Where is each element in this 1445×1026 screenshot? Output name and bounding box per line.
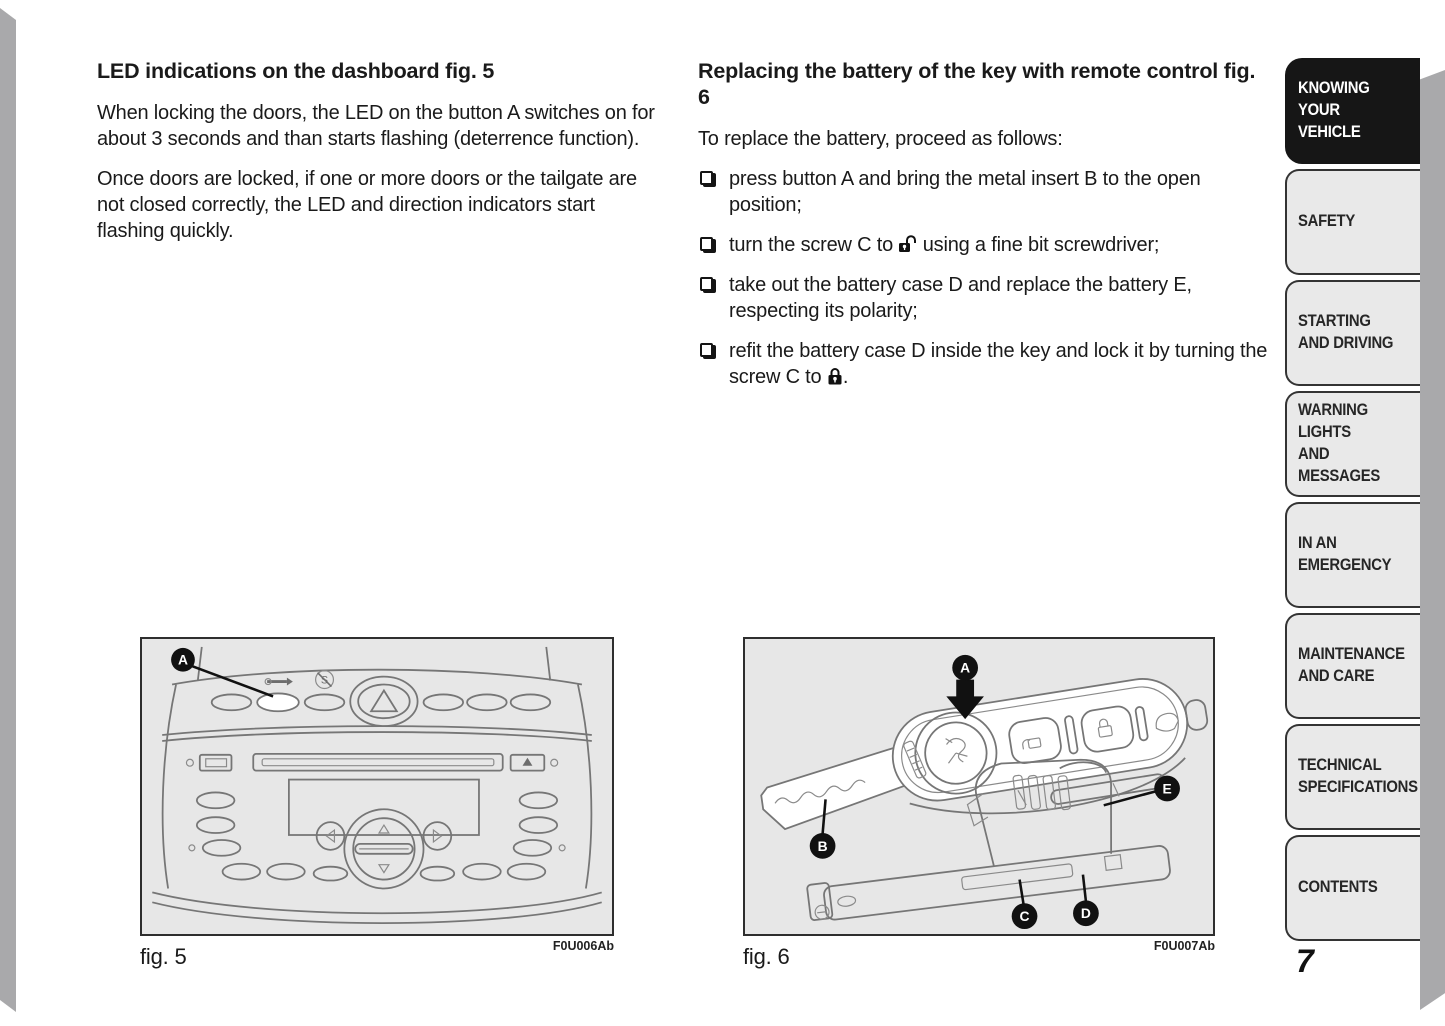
tab-label: STARTING AND DRIVING bbox=[1298, 312, 1394, 352]
instruction-text: turn the screw C to bbox=[729, 234, 899, 256]
closed-padlock-icon bbox=[828, 368, 842, 385]
figure-5-caption: fig. 5 bbox=[140, 944, 187, 969]
label-a-text: A bbox=[178, 652, 188, 668]
label-a-marker: A bbox=[946, 654, 984, 720]
lock-button-outline bbox=[1080, 705, 1135, 753]
fig6-key-illustration: A B C D E bbox=[760, 654, 1209, 930]
instruction-item: turn the screw C to using a fine bit scr… bbox=[698, 232, 1270, 258]
intro-text: To replace the battery, proceed as follo… bbox=[698, 128, 1063, 150]
figure-6-frame: A B C D E bbox=[743, 637, 1215, 936]
tab-label: CONTENTS bbox=[1298, 878, 1378, 897]
fig5-dashboard-illustration: S bbox=[152, 646, 602, 925]
instruction-item: press button A and bring the metal inser… bbox=[698, 166, 1270, 218]
figure-5-frame: S bbox=[140, 637, 614, 936]
svg-text:D: D bbox=[1081, 905, 1091, 921]
trunk-button-icon bbox=[1155, 712, 1179, 732]
tab-label: MAINTENANCE AND CARE bbox=[1298, 645, 1405, 685]
square-bullet-icon bbox=[700, 237, 713, 251]
instruction-text: take out the battery case D and replace … bbox=[729, 274, 1192, 322]
tab-label: WARNING LIGHTS AND MESSAGES bbox=[1298, 401, 1381, 485]
page-left-edge-strip bbox=[0, 8, 16, 1012]
sidebar-tab-safety[interactable]: SAFETY bbox=[1285, 169, 1420, 275]
door-lock-key-icon bbox=[264, 677, 293, 686]
page-number: 7 bbox=[1296, 943, 1314, 979]
sidebar-tab-maintenance-and-care[interactable]: MAINTENANCE AND CARE bbox=[1285, 613, 1420, 719]
square-bullet-icon bbox=[700, 171, 713, 185]
figure-6-caption: fig. 6 bbox=[743, 944, 790, 969]
speed-limit-off-icon: S bbox=[315, 670, 335, 690]
page-right-edge-strip bbox=[1420, 70, 1445, 1010]
label-a-marker bbox=[171, 647, 195, 672]
sidebar-tab-warning-lights-and-messages[interactable]: WARNING LIGHTS AND MESSAGES bbox=[1285, 391, 1420, 497]
sidebar-tab-technical-specifications[interactable]: TECHNICAL SPECIFICATIONS bbox=[1285, 724, 1420, 830]
label-d-marker: D bbox=[1073, 874, 1099, 927]
svg-text:A: A bbox=[960, 660, 970, 676]
instruction-item: refit the battery case D inside the key … bbox=[698, 338, 1270, 390]
svg-text:B: B bbox=[818, 838, 828, 854]
instruction-item: take out the battery case D and replace … bbox=[698, 272, 1270, 324]
figure-5-code: F0U006Ab bbox=[552, 939, 614, 953]
section-heading-led-indications: LED indications on the dashboard fig. 5 bbox=[97, 59, 495, 83]
left-column: LED indications on the dashboard fig. 5 … bbox=[97, 58, 665, 258]
sidebar-tab-starting-and-driving[interactable]: STARTING AND DRIVING bbox=[1285, 280, 1420, 386]
svg-text:C: C bbox=[1020, 908, 1030, 924]
svg-text:E: E bbox=[1162, 780, 1171, 796]
square-bullet-icon bbox=[700, 277, 713, 291]
label-b-marker: B bbox=[809, 799, 836, 859]
sidebar-tab-knowing-your-vehicle[interactable]: KNOWING YOUR VEHICLE bbox=[1285, 58, 1420, 164]
tab-label: IN AN EMERGENCY bbox=[1298, 534, 1392, 574]
instruction-text: using a fine bit screwdriver; bbox=[917, 234, 1160, 256]
closed-padlock-button-icon bbox=[1097, 718, 1113, 738]
sidebar-tab-contents[interactable]: CONTENTS bbox=[1285, 835, 1420, 941]
tab-label: TECHNICAL SPECIFICATIONS bbox=[1298, 756, 1418, 796]
instruction-text: refit the battery case D inside the key … bbox=[729, 340, 1268, 388]
instruction-list: press button A and bring the metal inser… bbox=[698, 166, 1270, 390]
paragraph: When locking the doors, the LED on the b… bbox=[97, 102, 655, 150]
battery-cell bbox=[1059, 761, 1107, 773]
paragraph: Once doors are locked, if one or more do… bbox=[97, 168, 637, 242]
figure-6-code: F0U007Ab bbox=[1153, 939, 1215, 953]
right-column: Replacing the battery of the key with re… bbox=[698, 58, 1270, 404]
tab-label: SAFETY bbox=[1298, 212, 1355, 231]
scorpion-logo-icon bbox=[945, 737, 968, 764]
label-c-marker: C bbox=[1011, 879, 1038, 930]
hazard-button-icon bbox=[349, 675, 419, 728]
open-padlock-icon bbox=[899, 235, 917, 252]
open-padlock-button-icon bbox=[1022, 737, 1042, 750]
keyring-loop bbox=[1184, 699, 1209, 731]
instruction-text: press button A and bring the metal inser… bbox=[729, 168, 1201, 216]
label-e-marker: E bbox=[1103, 775, 1180, 807]
square-bullet-icon bbox=[700, 343, 713, 357]
sidebar-tab-in-an-emergency[interactable]: IN AN EMERGENCY bbox=[1285, 502, 1420, 608]
thumb-index-sidebar: KNOWING YOUR VEHICLE SAFETY STARTING AND… bbox=[1285, 0, 1420, 1026]
section-heading-replacing-battery: Replacing the battery of the key with re… bbox=[698, 59, 1256, 109]
abarth-badge-bar bbox=[903, 740, 927, 779]
tab-label: KNOWING YOUR VEHICLE bbox=[1298, 79, 1370, 141]
instruction-text: . bbox=[842, 366, 849, 388]
